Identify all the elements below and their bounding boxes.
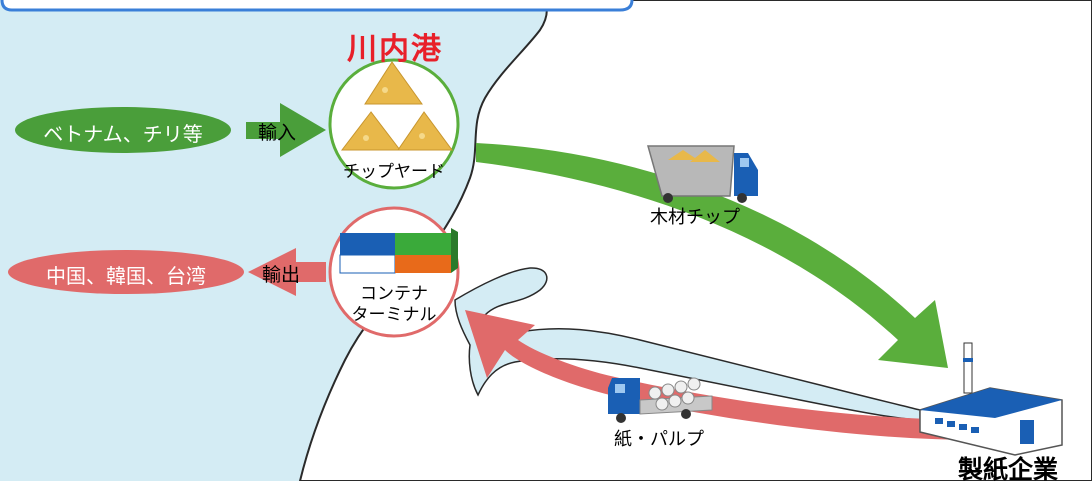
pulp-truck-icon	[608, 377, 713, 423]
export-label: 輸出	[262, 264, 301, 286]
container-terminal-label-2: ターミナル	[351, 305, 437, 325]
chip-yard-circle	[328, 58, 460, 190]
paper-pulp-label: 紙・パルプ	[614, 429, 704, 450]
container-terminal-label-1: コンテナ	[360, 284, 428, 304]
chip-yard-label: チップヤード	[343, 162, 445, 182]
paper-factory-icon	[919, 342, 1063, 456]
import-origin-label: ベトナム、チリ等	[43, 122, 203, 146]
river	[454, 267, 921, 421]
chip-truck-icon	[647, 145, 758, 203]
chip-flow-arrow	[476, 143, 948, 368]
paper-company-label: 製紙企業	[958, 455, 1059, 484]
import-label: 輸入	[258, 122, 297, 144]
export-destination-pill	[8, 250, 244, 294]
wood-chip-label: 木材チップ	[650, 207, 740, 228]
port-title: 川内港	[347, 32, 443, 67]
import-origin-pill	[15, 107, 231, 153]
export-arrow	[248, 248, 326, 296]
export-destination-label: 中国、韓国、台湾	[46, 264, 206, 288]
container-terminal-circle	[328, 206, 460, 338]
import-arrow	[246, 103, 326, 157]
header-frame	[0, 0, 634, 12]
